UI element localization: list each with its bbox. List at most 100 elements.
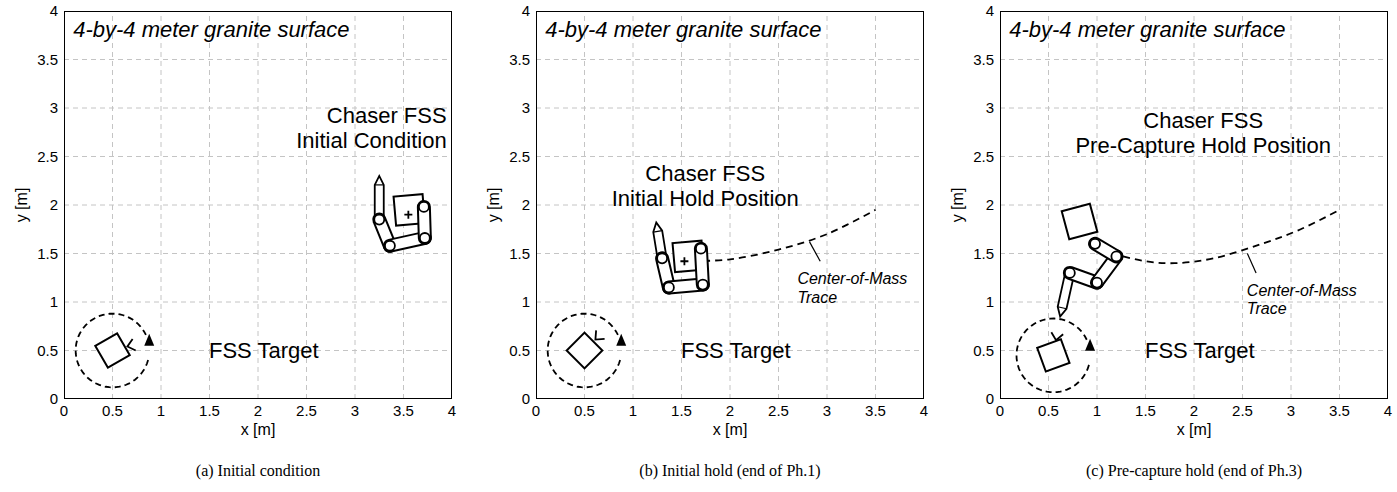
- y-tick: 3.5: [37, 51, 58, 68]
- y-tick: 0.5: [37, 342, 58, 359]
- grid-line: [536, 59, 924, 60]
- y-tick: 2.5: [973, 148, 994, 165]
- docking-interface: [1051, 332, 1063, 340]
- axis-title: x [m]: [241, 421, 276, 439]
- arm-joint: [385, 241, 395, 251]
- trace-label: Center-of-Mass Trace: [1247, 282, 1357, 319]
- grid-line: [536, 108, 924, 109]
- y-tick: 3.5: [973, 51, 994, 68]
- x-tick: 0.5: [1038, 403, 1059, 420]
- docking-interface: [595, 330, 604, 339]
- y-tick: 2.5: [37, 148, 58, 165]
- arm-joint: [1065, 268, 1075, 278]
- center-of-mass-trace: [691, 210, 875, 261]
- trace-label: Center-of-Mass Trace: [797, 270, 907, 307]
- x-tick: 1: [1093, 403, 1101, 420]
- grid-line: [64, 59, 452, 60]
- y-tick: 2: [50, 197, 58, 214]
- rotation-path: [76, 314, 148, 388]
- y-tick: 0.5: [509, 342, 530, 359]
- arm-joint: [1092, 278, 1102, 288]
- grid-line: [64, 156, 452, 157]
- axis-title: y [m]: [485, 188, 503, 223]
- grid-line: [161, 11, 162, 399]
- grid-line: [64, 302, 452, 303]
- target-body: [95, 333, 129, 367]
- subfigure-caption: (b) Initial hold (end of Ph.1): [639, 462, 820, 480]
- docking-interface: [127, 339, 135, 351]
- x-tick: 0.5: [574, 403, 595, 420]
- arm-joint: [696, 244, 706, 254]
- leader-line: [810, 242, 821, 261]
- x-tick: 2.5: [768, 403, 789, 420]
- rotation-arrow: [144, 334, 154, 346]
- axis-title: y [m]: [13, 188, 31, 223]
- x-tick: 0: [532, 403, 540, 420]
- x-tick: 4: [920, 403, 928, 420]
- y-tick: 0.5: [973, 342, 994, 359]
- x-tick: 2.5: [296, 403, 317, 420]
- plot-panel: 4-by-4 meter granite surfaceChaser FSS I…: [64, 11, 452, 399]
- arm-joint: [698, 280, 708, 290]
- x-tick: 1: [629, 403, 637, 420]
- grid-line: [355, 11, 356, 399]
- x-tick: 3: [1287, 403, 1295, 420]
- end-effector: [653, 231, 662, 232]
- y-tick: 2.5: [509, 148, 530, 165]
- y-tick: 1: [522, 294, 530, 311]
- x-tick: 2: [254, 403, 262, 420]
- rotation-path: [548, 314, 620, 388]
- x-tick: 3.5: [865, 403, 886, 420]
- rotation-arrow: [616, 334, 626, 346]
- arm-joint: [1090, 239, 1100, 249]
- target-body: [567, 333, 603, 369]
- plot-panel: 4-by-4 meter granite surfaceChaser FSS P…: [1000, 11, 1388, 399]
- y-tick: 1: [50, 294, 58, 311]
- subfigure-caption: (a) Initial condition: [196, 462, 320, 480]
- grid-line: [1339, 11, 1340, 399]
- y-tick: 1: [986, 294, 994, 311]
- x-tick: 4: [1384, 403, 1392, 420]
- y-tick: 4: [986, 3, 994, 20]
- leader-line: [1247, 254, 1256, 273]
- surface-title: 4-by-4 meter granite surface: [1009, 17, 1285, 42]
- arm-joint: [420, 233, 430, 243]
- y-tick: 1.5: [37, 245, 58, 262]
- y-tick: 2: [522, 197, 530, 214]
- chaser-body: [1062, 204, 1098, 240]
- x-tick: 0: [996, 403, 1004, 420]
- x-tick: 1: [157, 403, 165, 420]
- target-label: FSS Target: [209, 338, 319, 363]
- x-tick: 1.5: [199, 403, 220, 420]
- grid: [64, 11, 452, 399]
- grid-line: [875, 11, 876, 399]
- chaser-label: Chaser FSS Initial Hold Position: [612, 161, 799, 212]
- grid-line: [827, 11, 828, 399]
- grid: [1000, 11, 1388, 399]
- y-tick: 1.5: [509, 245, 530, 262]
- grid-line: [1000, 59, 1388, 60]
- plot-panel: 4-by-4 meter granite surfaceChaser FSS I…: [536, 11, 924, 399]
- center-of-mass-mark: [404, 211, 412, 219]
- grid-line: [536, 302, 924, 303]
- y-tick: 2: [986, 197, 994, 214]
- x-tick: 1.5: [1135, 403, 1156, 420]
- subfigure-caption: (c) Pre-capture hold (end of Ph.3): [1086, 462, 1302, 480]
- x-tick: 0.5: [102, 403, 123, 420]
- y-tick: 4: [50, 3, 58, 20]
- grid-line: [1000, 205, 1388, 206]
- arm-joint: [1111, 251, 1121, 261]
- y-tick: 3.5: [509, 51, 530, 68]
- surface-title: 4-by-4 meter granite surface: [73, 17, 349, 42]
- y-tick: 4: [522, 3, 530, 20]
- y-tick: 3: [986, 100, 994, 117]
- target-label: FSS Target: [681, 338, 791, 363]
- target-label: FSS Target: [1145, 338, 1255, 363]
- arm-joint: [657, 253, 667, 263]
- x-tick: 3.5: [1329, 403, 1350, 420]
- rotation-arrow: [1085, 339, 1095, 351]
- arm-joint: [419, 202, 429, 212]
- y-tick: 3: [50, 100, 58, 117]
- y-tick: 3: [522, 100, 530, 117]
- y-tick: 0: [50, 391, 58, 408]
